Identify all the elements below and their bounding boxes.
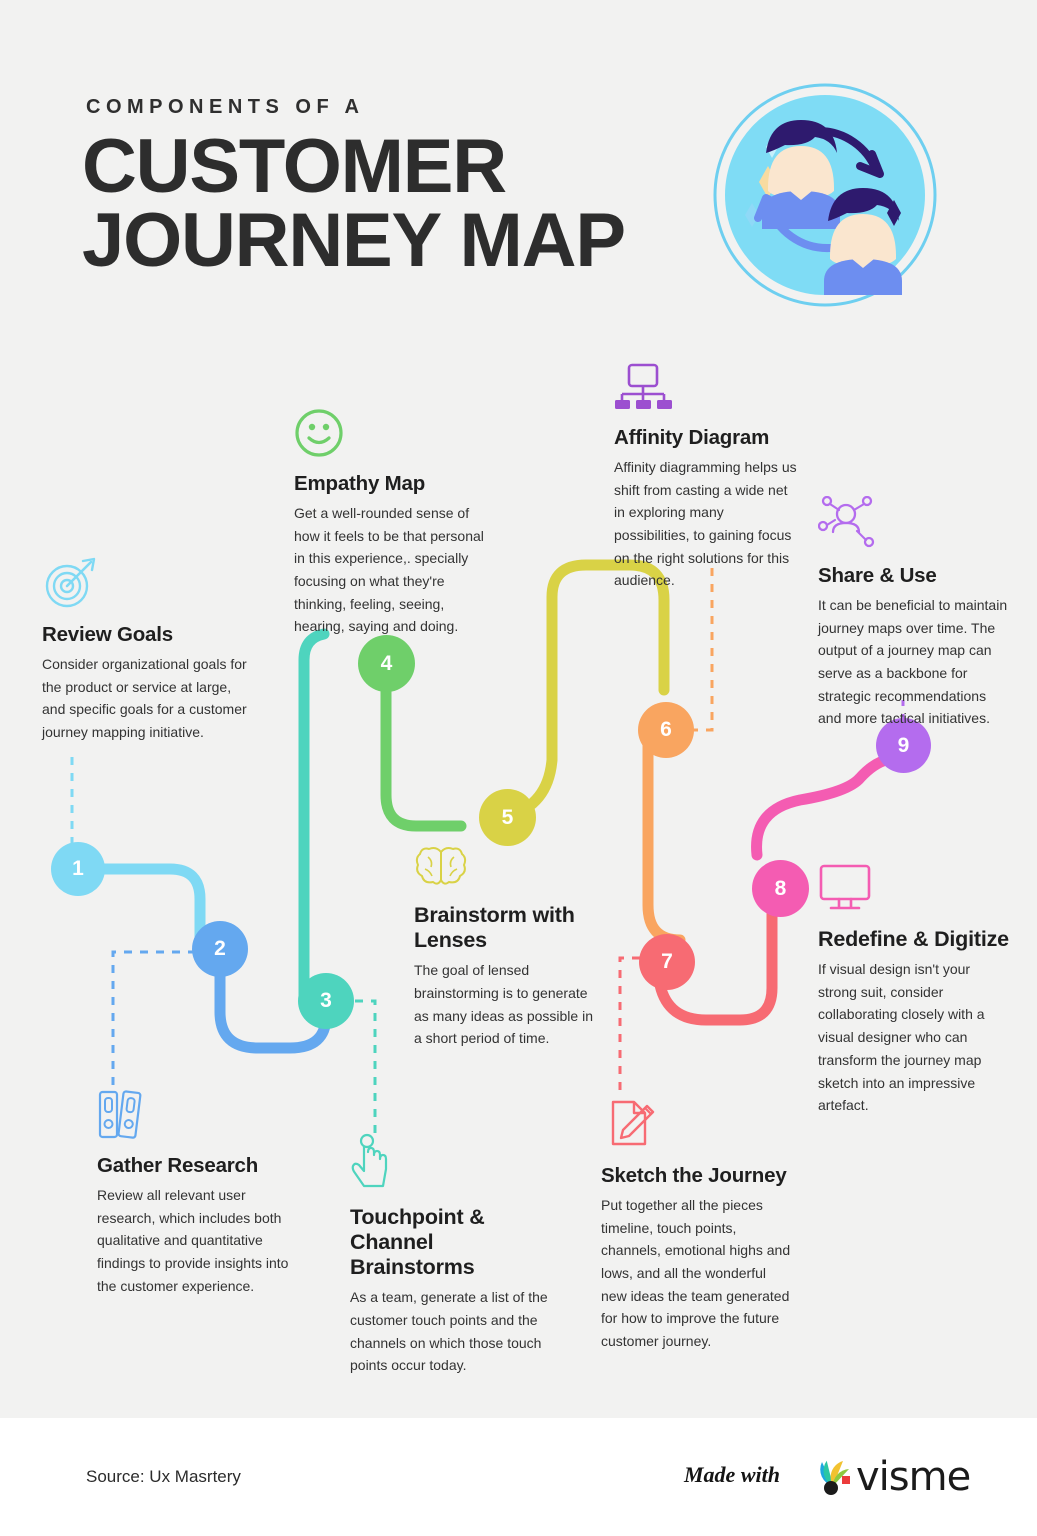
node-number: 2 xyxy=(214,937,226,960)
node-number: 9 xyxy=(897,733,910,757)
binders-folders-icon xyxy=(97,1086,297,1145)
step-title: Empathy Map xyxy=(294,472,426,495)
journey-node-2[interactable]: 2 xyxy=(192,921,248,977)
paper-pencil-icon xyxy=(601,1098,791,1155)
step-block-empathy-map: Empathy Map Get a well-rounded sense of … xyxy=(294,408,486,638)
node-number: 8 xyxy=(774,876,787,900)
step-block-share-use: Share & Use It can be beneficial to main… xyxy=(817,495,1010,730)
step-title: Review Goals xyxy=(42,623,173,646)
node-number: 6 xyxy=(660,718,672,741)
step-body: Get a well-rounded sense of how it feels… xyxy=(294,504,484,635)
journey-node-3[interactable]: 3 xyxy=(298,973,354,1029)
step-body: As a team, generate a list of the custom… xyxy=(350,1289,548,1374)
footer-made-with-label: Made with xyxy=(684,1462,780,1487)
node-number: 7 xyxy=(661,950,673,973)
target-dartboard-icon xyxy=(42,557,254,614)
step-title: Touchpoint & Channel Brainstorms xyxy=(350,1205,485,1280)
footer-source: Source: Ux Masrtery xyxy=(86,1467,241,1486)
header-kicker: COMPONENTS OF A xyxy=(86,96,365,118)
page-title-line-2: JOURNEY MAP xyxy=(82,198,626,284)
step-body: Affinity diagramming helps us shift from… xyxy=(614,458,797,589)
step-block-redefine-digitize: Redefine & Digitize If visual design isn… xyxy=(818,863,1010,1117)
step-body: The goal of lensed brainstorming is to g… xyxy=(414,962,593,1047)
step-block-affinity-diagram: Affinity Diagram Affinity diagramming he… xyxy=(614,362,800,592)
smiley-face-icon xyxy=(294,408,486,463)
share-network-person-icon xyxy=(817,495,1010,555)
tapping-hand-icon xyxy=(350,1133,562,1196)
node-number: 3 xyxy=(320,989,332,1012)
two-people-cycle-icon xyxy=(708,78,942,312)
journey-node-7[interactable]: 7 xyxy=(639,934,695,990)
step-title: Sketch the Journey xyxy=(601,1164,787,1187)
step-block-sketch-journey: Sketch the Journey Put together all the … xyxy=(601,1098,791,1353)
dashed-link-3 xyxy=(355,999,377,1135)
step-body: Review all relevant user research, which… xyxy=(97,1186,289,1294)
step-block-touchpoint-channel: Touchpoint & Channel Brainstorms As a te… xyxy=(350,1133,562,1377)
journey-node-4[interactable]: 4 xyxy=(358,635,415,692)
footer: Source: Ux Masrtery Made with visme xyxy=(0,1418,1037,1536)
path-8-to-9 xyxy=(751,752,904,861)
step-body: If visual design isn't your strong suit,… xyxy=(818,961,985,1114)
node-number: 4 xyxy=(380,651,393,675)
step-body: Put together all the pieces timeline, to… xyxy=(601,1196,791,1350)
visme-fan-logo-icon xyxy=(812,1456,856,1505)
step-title: Gather Research xyxy=(97,1154,259,1177)
dashed-link-7 xyxy=(618,956,640,1095)
brain-icon xyxy=(414,845,604,894)
path-3-to-4 xyxy=(298,628,330,1002)
journey-node-9[interactable]: 9 xyxy=(876,718,931,773)
desktop-monitor-icon xyxy=(818,863,1010,918)
visme-brand-text: visme xyxy=(856,1454,971,1500)
page-title-line-1: CUSTOMER xyxy=(82,124,507,209)
path-6-to-7 xyxy=(642,734,686,946)
path-5-to-6 xyxy=(502,559,670,822)
node-number: 5 xyxy=(501,805,514,829)
step-block-review-goals: Review Goals Consider organizational goa… xyxy=(42,557,254,744)
step-title: Share & Use xyxy=(818,564,937,587)
journey-node-8[interactable]: 8 xyxy=(752,860,809,917)
step-block-brainstorm-lenses: Brainstorm with Lenses The goal of lense… xyxy=(414,845,604,1050)
org-chart-hierarchy-icon xyxy=(614,362,800,417)
page-title: CUSTOMER JOURNEY MAP xyxy=(82,124,626,284)
step-title: Brainstorm with Lenses xyxy=(414,903,575,953)
step-body: It can be beneficial to maintain journey… xyxy=(818,596,1008,727)
step-title: Affinity Diagram xyxy=(614,426,770,449)
node-number: 1 xyxy=(72,857,84,880)
dashed-link-2 xyxy=(111,950,212,1090)
step-body: Consider organizational goals for the pr… xyxy=(42,655,247,740)
journey-node-6[interactable]: 6 xyxy=(638,702,694,758)
step-title: Redefine & Digitize xyxy=(818,927,1009,951)
step-block-gather-research: Gather Research Review all relevant user… xyxy=(97,1086,297,1297)
journey-node-5[interactable]: 5 xyxy=(479,789,536,846)
journey-node-1[interactable]: 1 xyxy=(51,842,105,896)
